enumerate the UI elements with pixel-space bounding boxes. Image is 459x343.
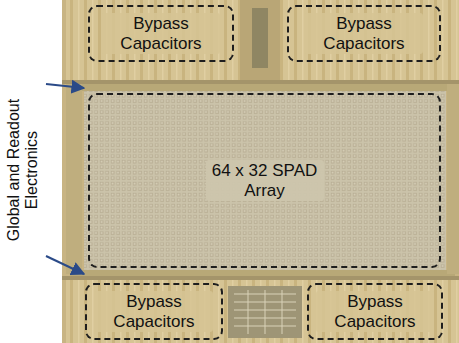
region-label: Bypass Capacitors <box>102 13 220 53</box>
divider <box>62 80 459 84</box>
bottom-circuit-block <box>228 286 302 338</box>
region-label: 64 x 32 SPAD Array <box>206 160 324 200</box>
leader-arrow <box>46 256 84 274</box>
capacitor-region: Bypass Capacitors <box>88 5 234 62</box>
bottom-band <box>66 280 459 343</box>
top-band <box>66 0 459 80</box>
divider <box>62 276 459 280</box>
capacitor-region: Bypass Capacitors <box>287 5 441 62</box>
region-label: Bypass Capacitors <box>316 291 434 331</box>
top-center-block <box>240 0 280 80</box>
side-label: Global and Readout Electronics <box>5 85 42 255</box>
leader-arrow <box>46 84 84 88</box>
capacitor-region: Bypass Capacitors <box>85 283 223 340</box>
array-region: 64 x 32 SPAD Array <box>88 93 441 268</box>
readout-strip <box>70 84 455 91</box>
readout-strip <box>70 270 455 276</box>
side-column <box>66 84 82 274</box>
top-center-cell <box>252 8 268 68</box>
region-label: Bypass Capacitors <box>305 13 423 53</box>
region-label: Bypass Capacitors <box>95 291 213 331</box>
spad-array-image <box>84 91 446 270</box>
capacitor-region: Bypass Capacitors <box>307 283 443 340</box>
side-column <box>447 84 459 274</box>
die <box>62 0 459 343</box>
bottom-circuit-lines <box>234 290 296 334</box>
